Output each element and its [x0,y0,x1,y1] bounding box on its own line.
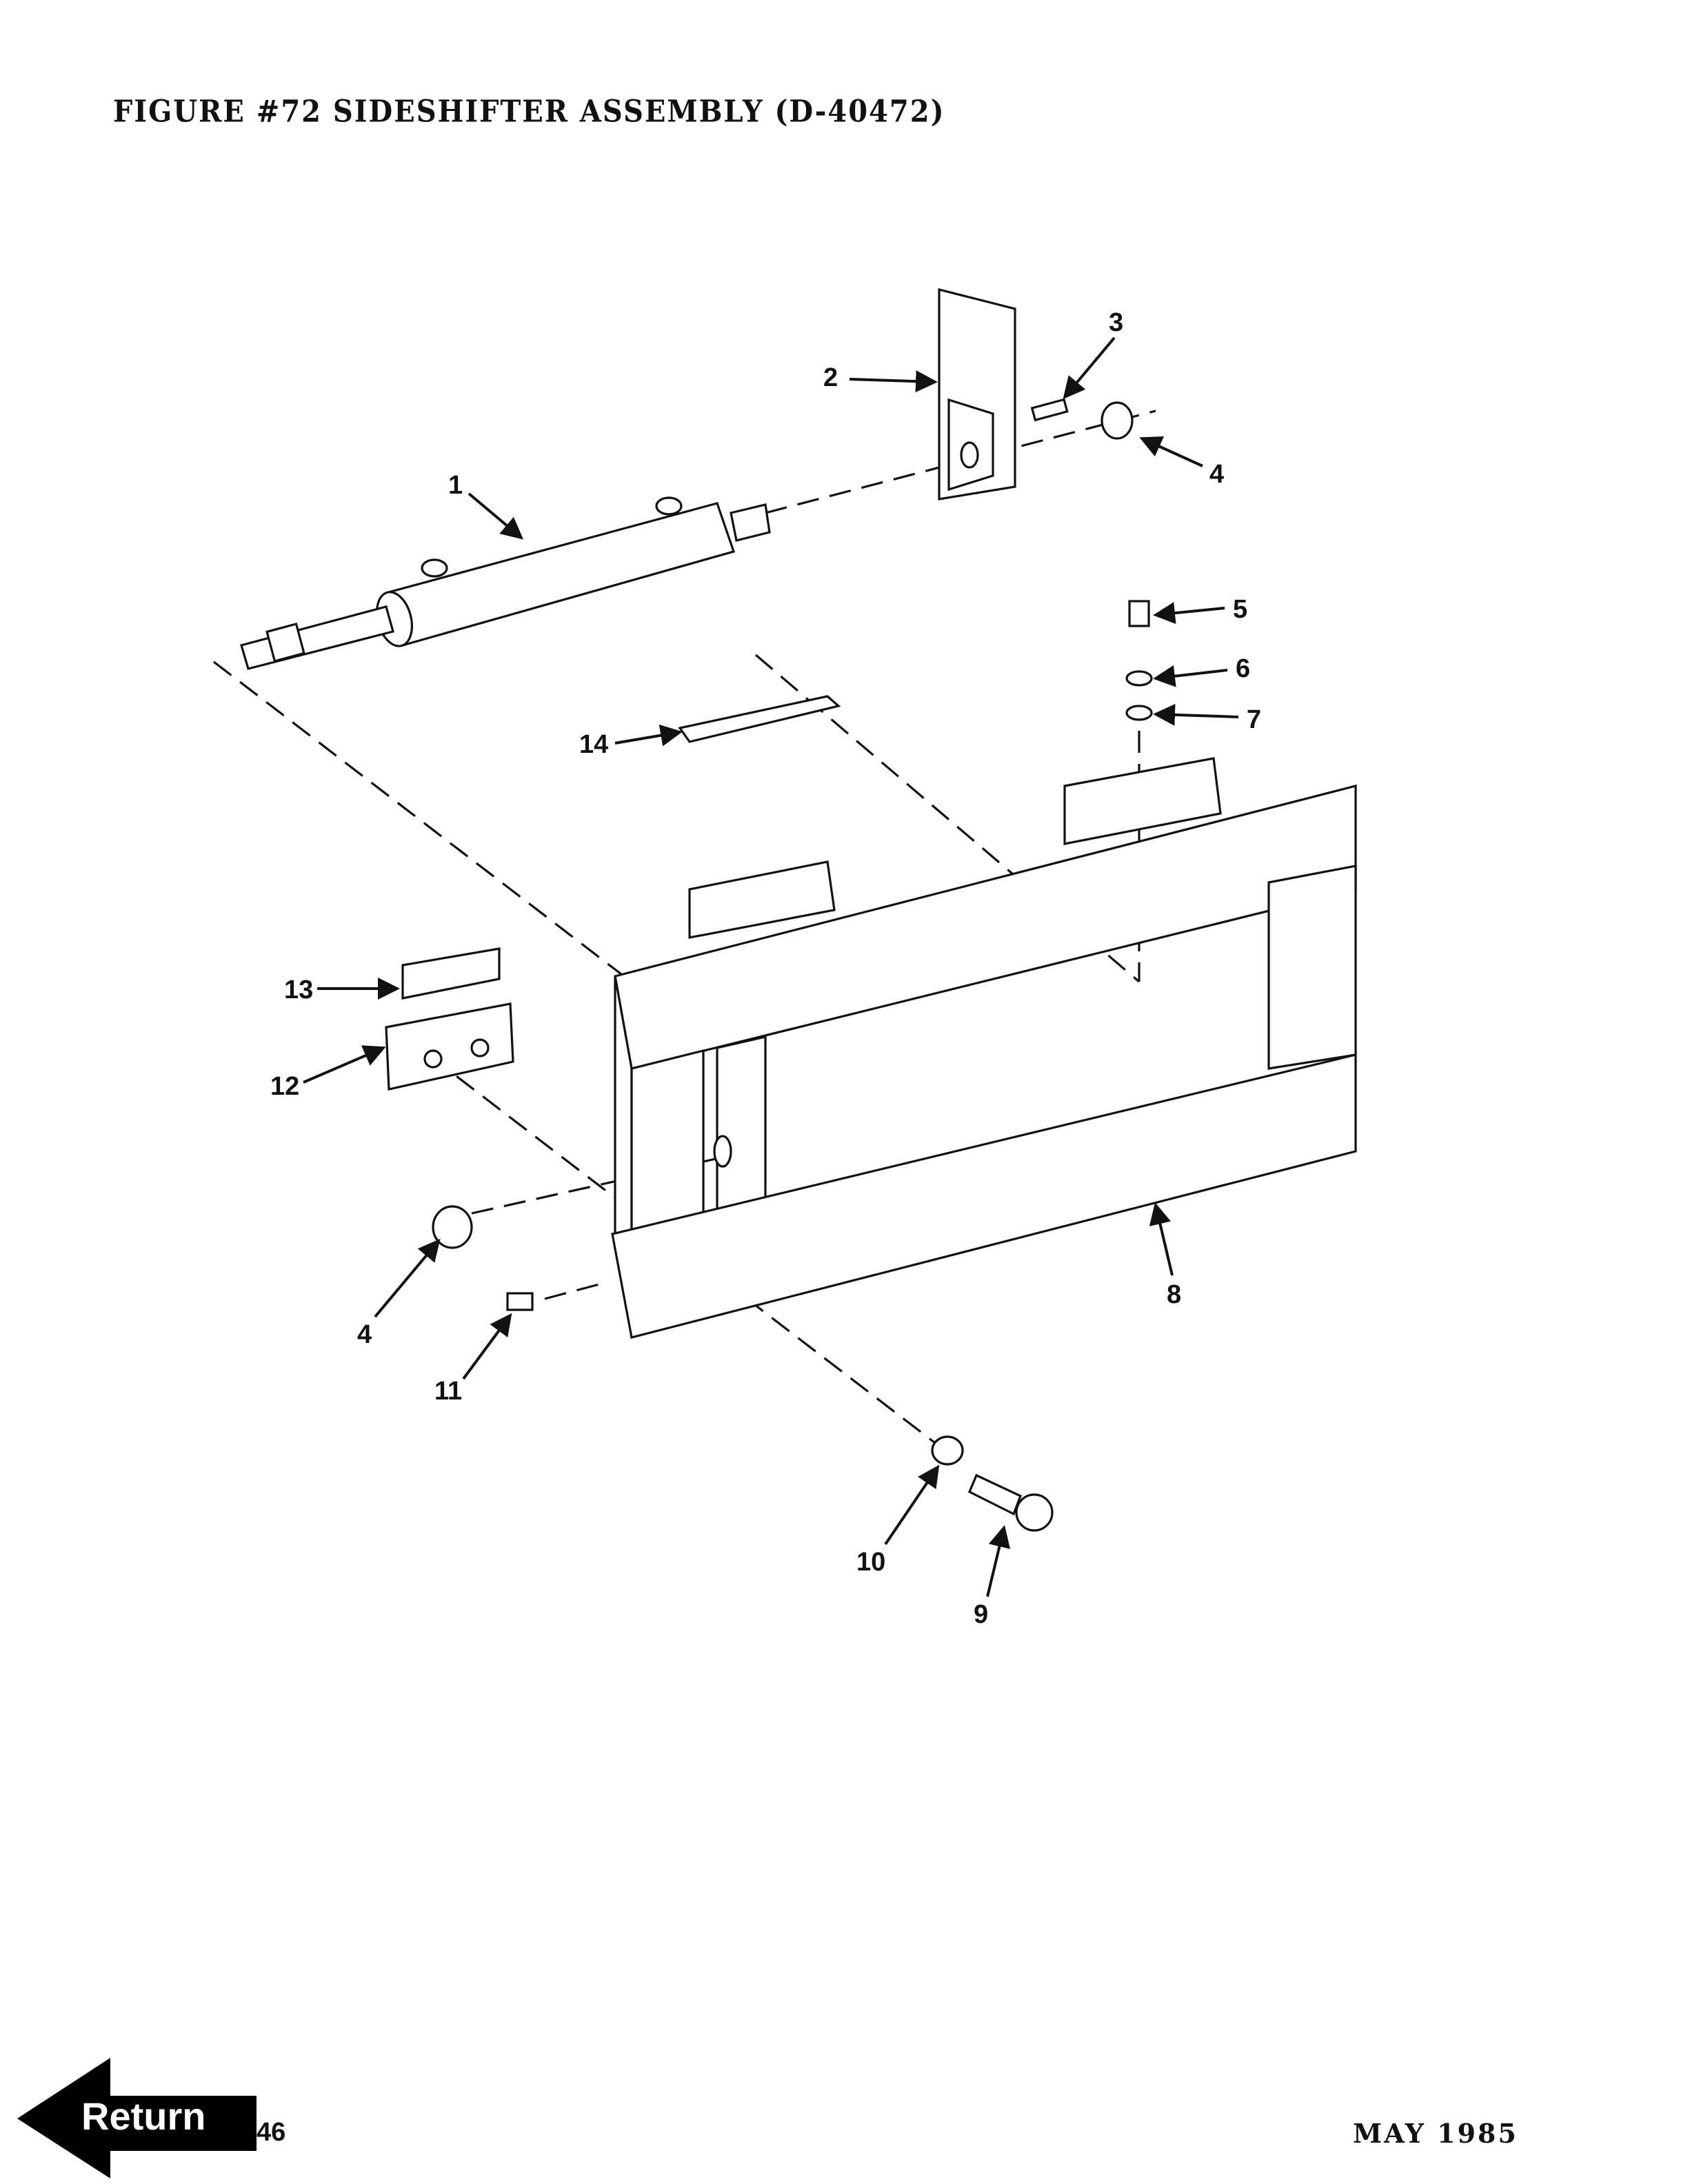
callout-13: 13 [284,975,313,1004]
callout-1: 1 [448,471,463,500]
part-3-pin [1030,398,1069,422]
part-2-anchor-plate [938,287,1016,501]
publication-date: MAY 1985 [1353,2118,1518,2149]
callout-4-lower: 4 [357,1320,372,1349]
part-9-capscrew [967,1473,1054,1532]
return-button[interactable] [14,2058,262,2178]
callout-10: 10 [856,1548,885,1577]
callout-5: 5 [1233,595,1247,624]
part-4-nut-lower [432,1205,473,1249]
callout-2: 2 [823,363,838,392]
callout-3: 3 [1109,308,1123,337]
part-7-washer [1125,705,1153,721]
callout-6: 6 [1236,654,1250,683]
callout-12: 12 [270,1072,299,1101]
part-8-carriage-frame [611,757,1357,1339]
part-13-pad [401,947,501,1000]
part-10-lockwasher [931,1435,964,1466]
figure-title: FIGURE #72 SIDESHIFTER ASSEMBLY (D-40472… [113,93,945,130]
part-4-nut [1101,401,1134,440]
part-14-wear-strip [678,695,841,743]
callout-8: 8 [1167,1280,1181,1309]
page-number: 46 [257,2118,286,2147]
callout-arrows [303,336,1239,1597]
callout-11: 11 [434,1377,462,1406]
part-5-grease-fitting [1128,600,1150,627]
part-6-washer [1125,670,1153,687]
callout-7: 7 [1247,705,1261,734]
part-11-grease-fitting [506,1292,534,1311]
callout-9: 9 [974,1600,988,1629]
return-arrow-icon [17,2058,257,2178]
part-12-block [385,1002,514,1091]
callout-4-upper: 4 [1209,460,1224,489]
callout-14: 14 [579,730,608,759]
part-1-hydraulic-cylinder [240,496,771,670]
return-button-label[interactable]: Return [81,2094,206,2138]
